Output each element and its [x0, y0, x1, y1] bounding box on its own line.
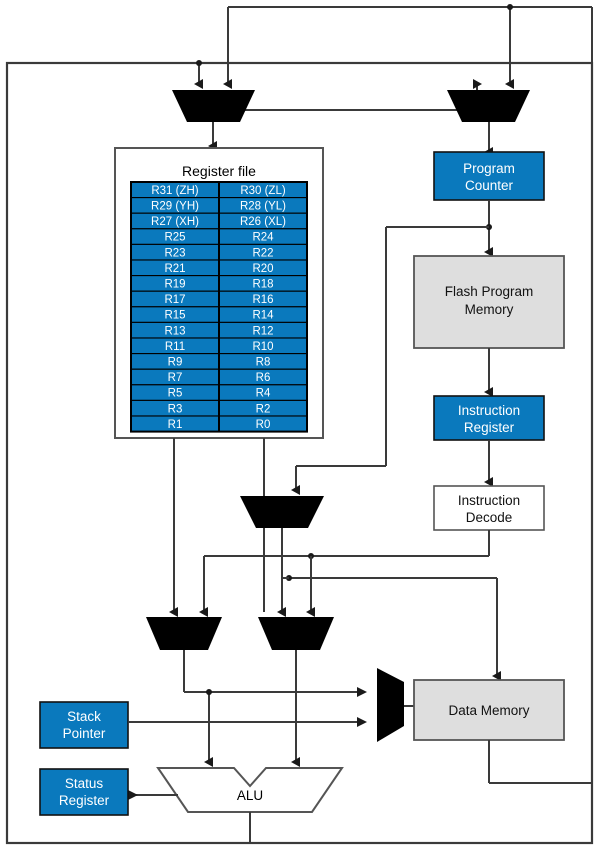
- instruction-decode-label-1: Instruction: [458, 493, 520, 508]
- register-cell-label: R30 (ZL): [240, 185, 286, 197]
- wire-decode-to-data-memory: [289, 577, 501, 681]
- register-cell-label: R4: [256, 388, 271, 400]
- register-cell-label: R9: [168, 357, 183, 369]
- junction-dot: [206, 689, 212, 695]
- register-cell-label: R29 (YH): [151, 201, 199, 213]
- register-cell-label: R5: [168, 388, 183, 400]
- wire-pc-branch-to-mux: [291, 226, 489, 495]
- flash-program-memory-label-2: Memory: [465, 302, 514, 317]
- data-memory-label: Data Memory: [448, 703, 529, 718]
- register-cell-label: R12: [252, 325, 273, 337]
- stack-pointer-label-2: Pointer: [63, 726, 106, 741]
- wires-register-file-outputs: [169, 438, 265, 617]
- register-cell-label: R0: [256, 419, 271, 431]
- instruction-register-label-2: Register: [464, 420, 515, 435]
- register-cell-label: R22: [252, 247, 273, 259]
- stack-pointer-block: [39, 701, 129, 749]
- junction-dot: [196, 60, 202, 66]
- register-cell-label: R2: [256, 403, 271, 415]
- status-register-label-1: Status: [65, 776, 104, 791]
- register-cell-label: R11: [165, 341, 185, 353]
- register-cell-label: R3: [168, 403, 183, 415]
- alu-block: [156, 767, 344, 813]
- register-cell-label: R18: [252, 279, 273, 291]
- flash-program-memory-label-1: Flash Program: [445, 284, 534, 299]
- register-cell-label: R31 (ZH): [151, 185, 198, 197]
- register-cell-label: R7: [168, 372, 183, 384]
- register-cell-label: R25: [164, 232, 185, 244]
- instruction-register-label-1: Instruction: [458, 403, 520, 418]
- register-cell-label: R20: [252, 263, 273, 275]
- junction-dot: [507, 4, 513, 10]
- register-cell-label: R15: [164, 310, 185, 322]
- register-cell-label: R19: [164, 279, 185, 291]
- stack-pointer-label-1: Stack: [67, 709, 101, 724]
- wire-mux-a-output: [183, 650, 367, 767]
- register-cell-label: R17: [164, 294, 185, 306]
- register-cell-label: R26 (XL): [240, 216, 286, 228]
- mux-register-file-input: [172, 90, 255, 122]
- program-counter-label-2: Counter: [465, 178, 514, 193]
- instruction-register-block: [433, 395, 545, 441]
- register-cell-label: R13: [164, 325, 185, 337]
- register-file-grid-border: [130, 181, 308, 433]
- register-cell-label: R16: [252, 294, 273, 306]
- register-cell-label: R27 (XH): [151, 216, 199, 228]
- wire-data-memory-output: [488, 740, 592, 784]
- status-register-block: [39, 768, 129, 816]
- status-register-label-2: Register: [59, 793, 110, 808]
- register-cell-label: R14: [252, 310, 274, 322]
- register-cell-label: R24: [252, 232, 274, 244]
- bus-top: [228, 6, 593, 783]
- program-counter-label-1: Program: [463, 161, 515, 176]
- register-cell-label: R10: [252, 341, 273, 353]
- register-file-grid: R31 (ZH) R30 (ZL) R29 (YH) R28 (YL) R27 (XH)…: [130, 181, 308, 433]
- register-cell-label: R23: [164, 247, 185, 259]
- mux-register-output: [240, 496, 324, 528]
- register-cell-label: R8: [256, 357, 271, 369]
- mux-data-memory-address: [377, 668, 404, 742]
- flash-program-memory-block: [413, 255, 565, 349]
- wire-decode-control-bus: [199, 530, 490, 617]
- mux-program-counter-input: [447, 90, 530, 122]
- register-cell-label: R28 (YL): [240, 201, 286, 213]
- instruction-decode-label-2: Decode: [466, 510, 513, 525]
- register-cell-label: R1: [168, 419, 183, 431]
- alu-label: ALU: [237, 788, 263, 803]
- mux-alu-operand-a: [146, 617, 222, 650]
- mux-alu-operand-b: [258, 617, 334, 650]
- register-file-title: Register file: [182, 163, 256, 179]
- register-cell-label: R21: [164, 263, 185, 275]
- register-cell-label: R6: [256, 372, 271, 384]
